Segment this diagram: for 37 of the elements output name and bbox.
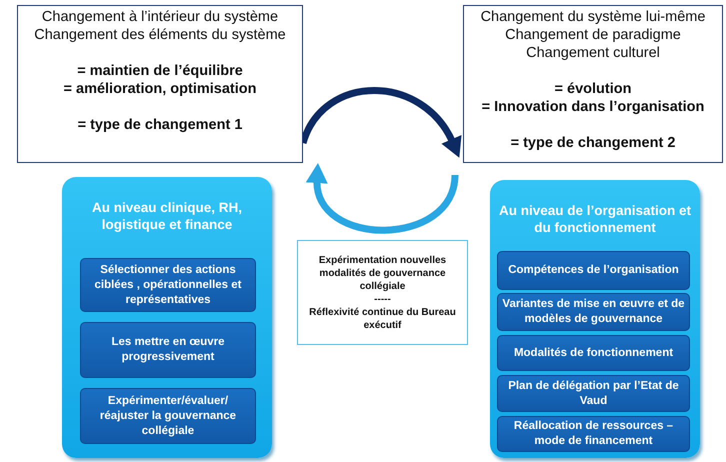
text-line: = type de changement 2: [510, 134, 676, 152]
action-box: [497, 335, 690, 371]
text-line: = maintien de l’équilibre: [77, 62, 243, 80]
category-panel: [490, 180, 700, 458]
action-box: [497, 416, 690, 452]
text-line: Expérimenter/évaluer/ réajuster la gouvernance collégiale: [98, 394, 238, 438]
text-line: Changement à l’intérieur du système: [42, 8, 278, 26]
text-line: = évolution: [554, 80, 632, 98]
text-line: = Innovation dans l’organisation: [482, 98, 704, 116]
text-line: Changement du système lui-même: [480, 8, 706, 26]
text-line: Changement de paradigme: [505, 26, 681, 44]
text-line: Changement des éléments du système: [34, 26, 286, 44]
text-line: Changement culturel: [526, 44, 660, 62]
text-line: Variantes de mise en œuvre et de modèles de gouvernance: [502, 297, 685, 327]
action-box: [497, 375, 690, 412]
action-box: [497, 293, 690, 331]
text-line: Les mettre en œuvre progressivement: [110, 335, 226, 365]
text-line: Réflexivité continue du Bureau exécutif: [308, 306, 457, 332]
action-box: [80, 322, 256, 378]
text-line: Sélectionner des actions ciblées , opérationnelles et représentatives: [94, 262, 242, 308]
text-line: Plan de délégation par l’Etat de Vaud: [507, 378, 680, 408]
text-line: Expérimentation nouvelles modalités de gouvernance collégiale: [318, 254, 448, 292]
category-panel: [62, 177, 272, 458]
text-line: = amélioration, optimisation: [64, 80, 256, 98]
text-line: = type de changement 1: [78, 116, 242, 134]
panel-heading: Au niveau clinique, RH, logistique et finance: [90, 199, 244, 233]
text-line: Modalités de fonctionnement: [514, 346, 674, 360]
text-box: [463, 5, 723, 163]
text-line: -----: [374, 292, 391, 306]
action-box: [80, 388, 256, 444]
text-line: Compétences de l’organisation: [508, 263, 679, 278]
action-box: [80, 258, 256, 312]
text-line: Réallocation de ressources – mode de financement: [512, 419, 674, 449]
note-box: [297, 240, 468, 345]
action-box: [497, 251, 690, 290]
panel-heading: Au niveau de l’organisation et du fonctionnement: [498, 202, 692, 236]
text-box: [17, 5, 303, 163]
